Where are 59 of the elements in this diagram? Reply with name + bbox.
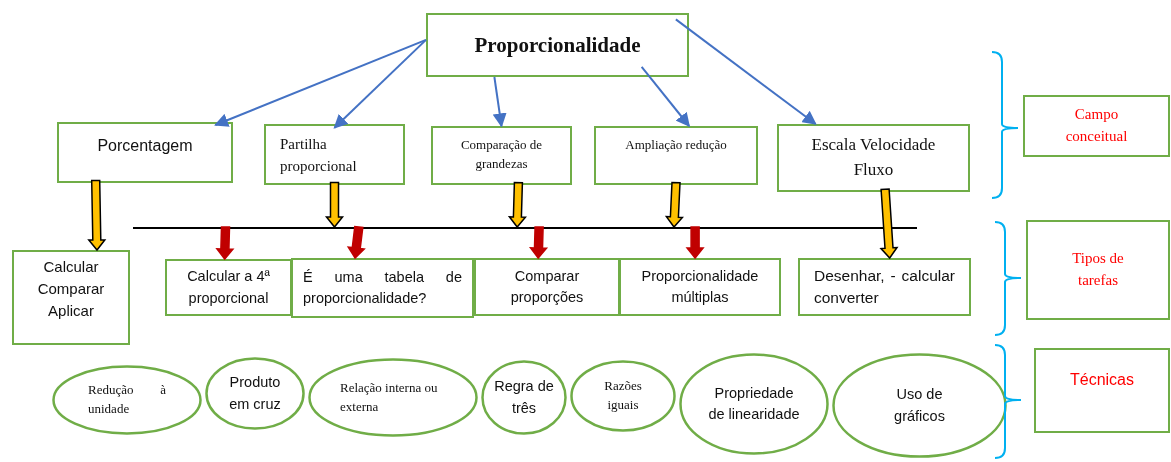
block-arrow — [664, 181, 684, 229]
block-arrow — [215, 226, 235, 261]
concept-box — [12, 250, 130, 345]
node-text: É uma tabela de proporcionalidade? — [303, 268, 462, 308]
node-text: Comparar proporções — [509, 267, 585, 307]
category-box — [1026, 220, 1170, 320]
concept-box — [619, 258, 781, 316]
arrow — [674, 18, 817, 125]
block-arrow — [507, 181, 527, 229]
node-text: Desenhar, - calcular converter — [814, 265, 955, 308]
block-arrow — [685, 226, 705, 260]
block-arrow — [87, 179, 107, 252]
category-label: Técnicas — [1069, 370, 1135, 390]
node-text: Calcular a 4ª proporcional — [186, 267, 271, 308]
block-arrow — [528, 226, 549, 260]
horizontal-line — [133, 227, 917, 229]
concept-box — [264, 124, 405, 185]
concept-box — [594, 126, 758, 185]
arrow — [492, 76, 507, 128]
technique-ellipse — [52, 365, 202, 435]
node-text: Ampliação redução — [624, 136, 728, 154]
category-box — [1023, 95, 1170, 157]
node-text: Calcular Comparar Aplicar — [36, 257, 106, 321]
concept-box — [777, 124, 970, 192]
concept-box — [798, 258, 971, 316]
node-text: Produto em cruz — [228, 373, 282, 414]
concept-box — [431, 126, 572, 185]
technique-ellipse — [679, 353, 829, 455]
node-text: Propriedade de linearidade — [707, 384, 801, 424]
technique-ellipse — [308, 358, 478, 437]
category-label: Campo conceitual — [1064, 105, 1129, 146]
node-text: Proporcionalidade múltiplas — [640, 267, 760, 307]
node-text: Relação interna ou externa — [340, 378, 439, 416]
block-arrow — [324, 181, 345, 229]
technique-ellipse — [205, 357, 305, 430]
technique-ellipse — [570, 360, 676, 432]
arrow — [333, 38, 427, 129]
concept-box — [426, 13, 689, 77]
node-text: Regra de três — [493, 377, 555, 418]
arrow — [640, 65, 691, 128]
node-text: Redução à unidade — [88, 381, 166, 418]
category-label: Tipos de tarefas — [1071, 249, 1125, 290]
category-box — [1034, 348, 1170, 433]
arrow — [214, 38, 427, 127]
concept-box — [57, 122, 233, 183]
technique-ellipse — [832, 353, 1007, 458]
node-text: Porcentagem — [96, 136, 194, 156]
title-text: Proporcionalidade — [473, 31, 642, 59]
concept-box — [165, 259, 292, 316]
block-arrow — [346, 225, 366, 260]
node-text: Comparação de grandezas — [459, 136, 544, 173]
node-text: Partilha proporcional — [280, 135, 358, 176]
node-text: Uso de gráficos — [893, 385, 946, 426]
node-text: Razões iguais — [603, 377, 643, 414]
concept-box — [291, 258, 474, 318]
concept-box — [474, 258, 620, 316]
block-arrow — [879, 188, 899, 260]
technique-ellipse — [481, 360, 567, 435]
node-text: Escala Velocidade Fluxo — [810, 134, 937, 181]
